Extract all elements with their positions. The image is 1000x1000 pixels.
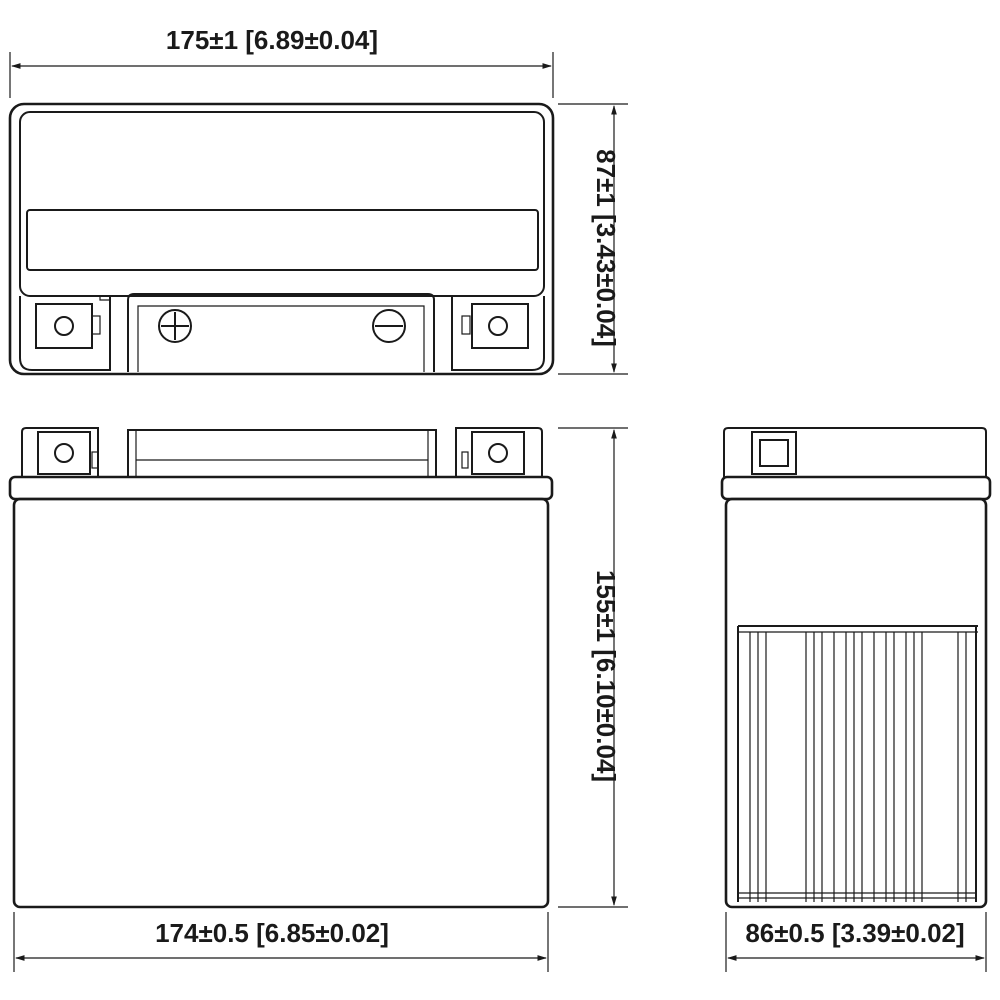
top-width-dimension: 175±1 [6.89±0.04] [9,25,554,98]
right-terminal [471,303,529,349]
front-width-label: 174±0.5 [6.85±0.02] [155,918,389,948]
front-height-dimension: 155±1 [6.10±0.04] [558,427,628,908]
top-view-center-panel-inner [137,305,425,372]
front-left-terminal-bolt-icon [54,443,74,463]
top-height-dimension: 87±1 [3.43±0.04] [558,103,628,375]
right-terminal-bolt-icon [488,316,508,336]
front-left-terminal-housing [21,427,99,477]
side-ribs [737,625,978,902]
side-width-label: 86±0.5 [3.39±0.02] [745,918,964,948]
top-view-left-well [19,296,111,371]
front-view [8,427,554,909]
top-width-label: 175±1 [6.89±0.04] [166,25,378,55]
top-view-lid [19,111,545,297]
front-width-dimension: 174±0.5 [6.85±0.02] [13,912,549,972]
front-height-label: 155±1 [6.10±0.04] [591,570,621,782]
top-view-center-panel [127,293,435,372]
top-view-label-strip [26,209,539,271]
left-terminal-bolt-icon [54,316,74,336]
front-left-terminal [37,431,91,475]
side-body [724,497,988,909]
plus-circle-icon [158,309,192,343]
front-center-panel [127,429,437,477]
front-right-terminal [471,431,525,475]
side-view [720,427,992,909]
front-right-terminal-bolt-icon [488,443,508,463]
top-height-label: 87±1 [3.43±0.04] [591,149,621,347]
left-terminal [35,303,93,349]
front-body [12,497,550,909]
minus-circle-icon [372,309,406,343]
front-right-terminal-housing [455,427,543,477]
side-width-dimension: 86±0.5 [3.39±0.02] [725,912,987,972]
front-lid-band [8,475,554,501]
top-view [8,102,555,376]
side-lid-band [720,475,992,501]
top-view-right-well [451,296,545,371]
side-terminal [751,431,797,475]
side-top-cap [723,427,987,477]
top-view-outline [8,102,555,376]
